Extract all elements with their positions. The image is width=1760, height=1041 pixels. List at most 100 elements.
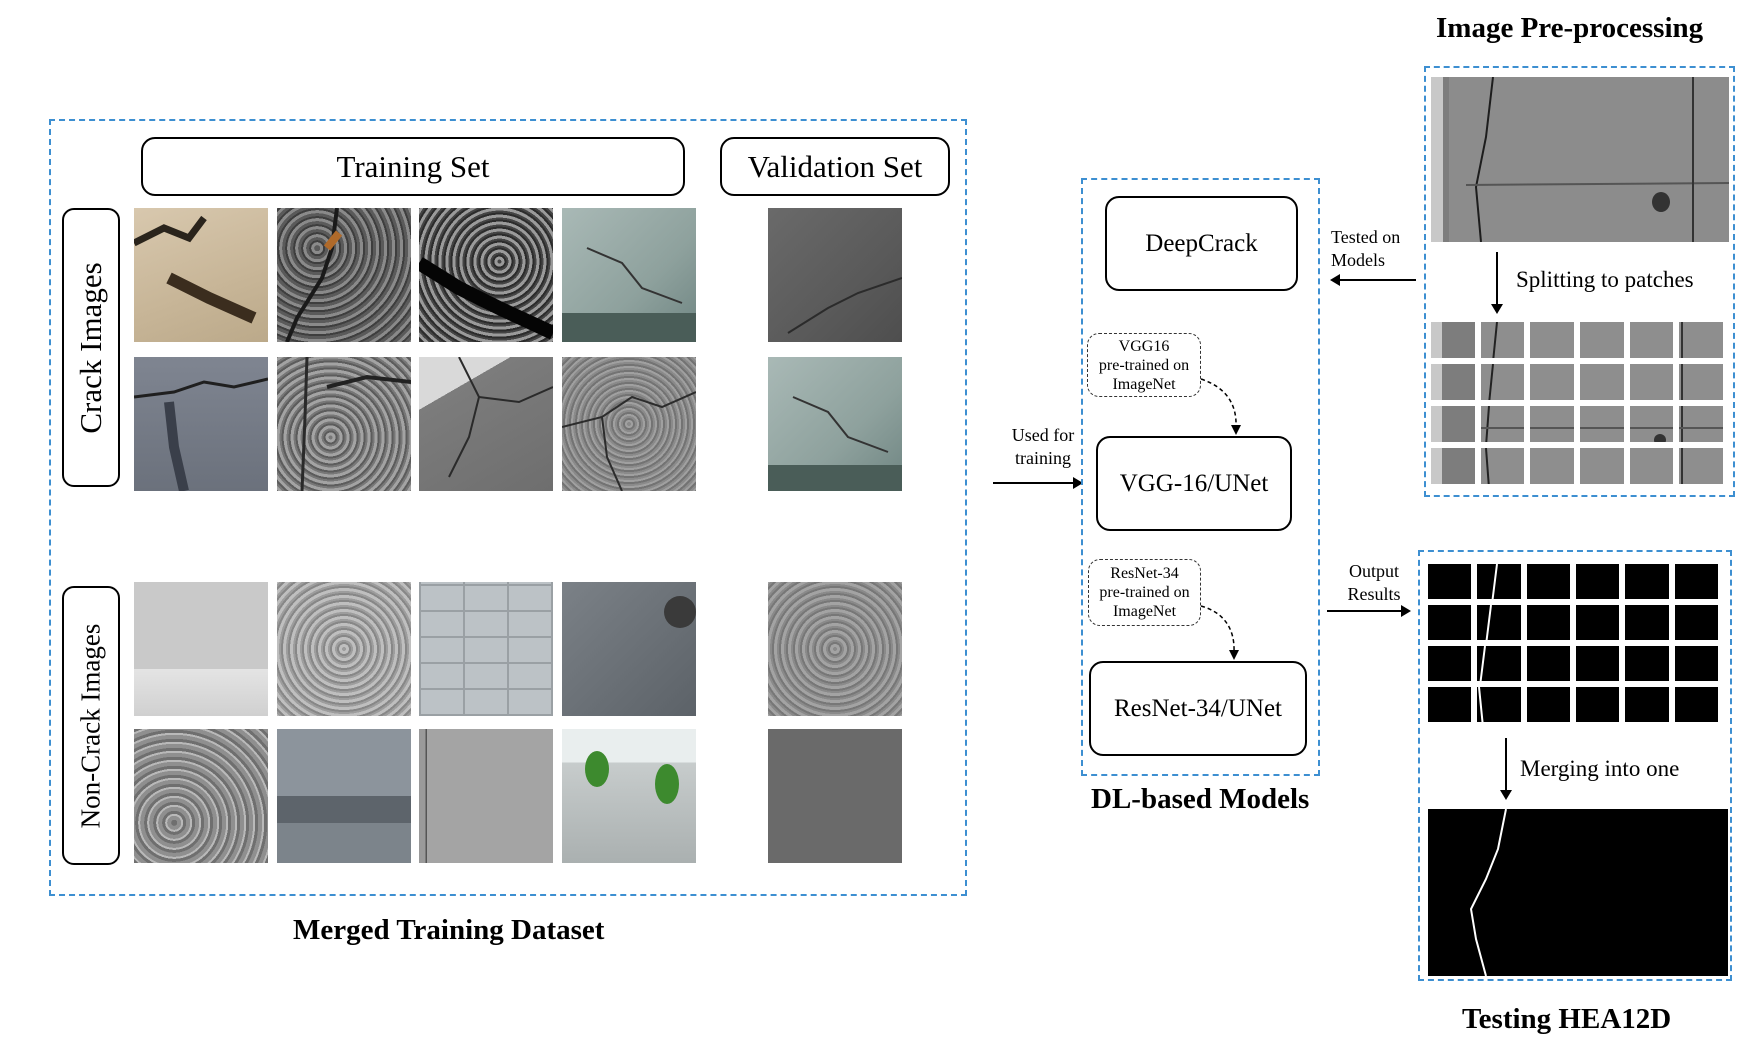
noncrack-image xyxy=(419,729,553,863)
validation-set-label: Validation Set xyxy=(747,148,923,184)
output-line2: Results xyxy=(1347,584,1401,604)
noncrack-image xyxy=(562,729,696,863)
patches-grid xyxy=(1431,322,1723,484)
mask-patch xyxy=(1477,564,1521,599)
image-patch xyxy=(1679,322,1723,358)
mask-patch xyxy=(1674,687,1718,722)
validation-noncrack-image xyxy=(768,729,902,863)
image-patch xyxy=(1480,448,1525,484)
tested-on-label: Tested on Models xyxy=(1331,226,1400,272)
deepcrack-label: DeepCrack xyxy=(1145,229,1258,257)
mask-patch xyxy=(1625,605,1669,640)
mask-patch xyxy=(1625,687,1669,722)
crack-image xyxy=(419,357,553,491)
image-patch xyxy=(1629,364,1674,400)
mask-patch xyxy=(1674,605,1718,640)
image-patch xyxy=(1431,448,1475,484)
vgg16-unet-label: VGG-16/UNet xyxy=(1119,469,1269,497)
image-patch xyxy=(1679,448,1723,484)
tested-arrow xyxy=(1330,274,1416,286)
image-patch xyxy=(1530,406,1574,442)
noncrack-image xyxy=(277,729,411,863)
noncrack-images-label: Non-Crack Images xyxy=(75,623,106,828)
mask-patch xyxy=(1575,605,1620,640)
noncrack-images-label-box: Non-Crack Images xyxy=(62,586,120,865)
mask-patch xyxy=(1575,687,1620,722)
image-patch xyxy=(1679,406,1723,442)
crack-image xyxy=(562,208,696,342)
merged-dataset-title: Merged Training Dataset xyxy=(293,914,605,946)
mask-patch xyxy=(1477,687,1521,722)
image-patch xyxy=(1530,448,1574,484)
resnet-note-line3: ImageNet xyxy=(1112,603,1177,620)
image-patch xyxy=(1431,406,1475,442)
image-patch xyxy=(1480,406,1525,442)
image-patch xyxy=(1580,448,1624,484)
preprocessing-box xyxy=(1424,66,1735,497)
mask-patch xyxy=(1674,646,1718,681)
mask-patch xyxy=(1575,646,1620,681)
used-for-training-line1: Used for xyxy=(1011,425,1075,445)
deepcrack-model: DeepCrack xyxy=(1105,196,1298,291)
predicted-patches-grid xyxy=(1428,564,1718,722)
tested-on-line1: Tested on xyxy=(1331,227,1401,247)
preprocessing-title: Image Pre-processing xyxy=(1436,12,1704,44)
tested-on-line2: Models xyxy=(1331,250,1385,270)
mask-patch xyxy=(1674,564,1718,599)
resnet-note-line1: ResNet-34 xyxy=(1110,565,1179,582)
testing-title: Testing HEA12D xyxy=(1462,1003,1672,1035)
mask-patch xyxy=(1625,646,1669,681)
noncrack-image xyxy=(419,582,553,716)
mask-patch xyxy=(1477,646,1521,681)
noncrack-image xyxy=(134,729,268,863)
image-patch xyxy=(1530,322,1574,358)
image-patch xyxy=(1679,364,1723,400)
used-for-training-line2: training xyxy=(1015,448,1071,468)
testing-box xyxy=(1418,550,1732,981)
mask-patch xyxy=(1526,687,1570,722)
image-patch xyxy=(1431,322,1475,358)
models-box xyxy=(1081,178,1320,776)
training-set-header: Training Set xyxy=(141,137,685,196)
vgg-dotted-arrow xyxy=(1200,378,1241,435)
validation-crack-image xyxy=(768,208,902,342)
mask-patch xyxy=(1428,646,1472,681)
image-patch xyxy=(1580,322,1624,358)
crack-image xyxy=(419,208,553,342)
pavement-image xyxy=(1431,77,1729,242)
crack-image xyxy=(562,357,696,491)
mask-patch xyxy=(1526,605,1570,640)
output-results-label: Output Results xyxy=(1337,560,1411,606)
training-set-label: Training Set xyxy=(336,148,490,184)
crack-images-label-box: Crack Images xyxy=(62,208,120,487)
mask-patch xyxy=(1526,564,1570,599)
vgg-note-line1: VGG16 xyxy=(1118,337,1170,355)
validation-crack-image xyxy=(768,357,902,491)
merging-label: Merging into one xyxy=(1520,756,1680,781)
vgg16-unet-model: VGG-16/UNet xyxy=(1096,436,1292,531)
image-patch xyxy=(1480,364,1525,400)
merge-arrow xyxy=(1500,738,1512,800)
vgg-pretrained-note: VGG16 pre-trained on ImageNet xyxy=(1087,333,1201,397)
splitting-label: Splitting to patches xyxy=(1516,267,1694,292)
image-patch xyxy=(1580,406,1624,442)
image-patch xyxy=(1629,448,1674,484)
output-line1: Output xyxy=(1348,561,1399,581)
image-patch xyxy=(1530,364,1574,400)
crack-image xyxy=(277,357,411,491)
output-arrow xyxy=(1327,605,1411,617)
noncrack-image xyxy=(562,582,696,716)
crack-image xyxy=(134,357,268,491)
mask-patch xyxy=(1575,564,1620,599)
merged-dataset-box xyxy=(49,119,967,896)
resnet-note-line2: pre-trained on xyxy=(1099,584,1190,601)
resnet-pretrained-note: ResNet-34 pre-trained on ImageNet xyxy=(1088,559,1201,626)
mask-patch xyxy=(1477,605,1521,640)
vgg-note-line3: ImageNet xyxy=(1112,375,1176,393)
merged-output-image xyxy=(1428,808,1728,977)
image-patch xyxy=(1629,322,1674,358)
mask-patch xyxy=(1428,564,1472,599)
resnet34-unet-model: ResNet-34/UNet xyxy=(1089,661,1307,756)
noncrack-image xyxy=(134,582,268,716)
validation-set-header: Validation Set xyxy=(720,137,950,196)
